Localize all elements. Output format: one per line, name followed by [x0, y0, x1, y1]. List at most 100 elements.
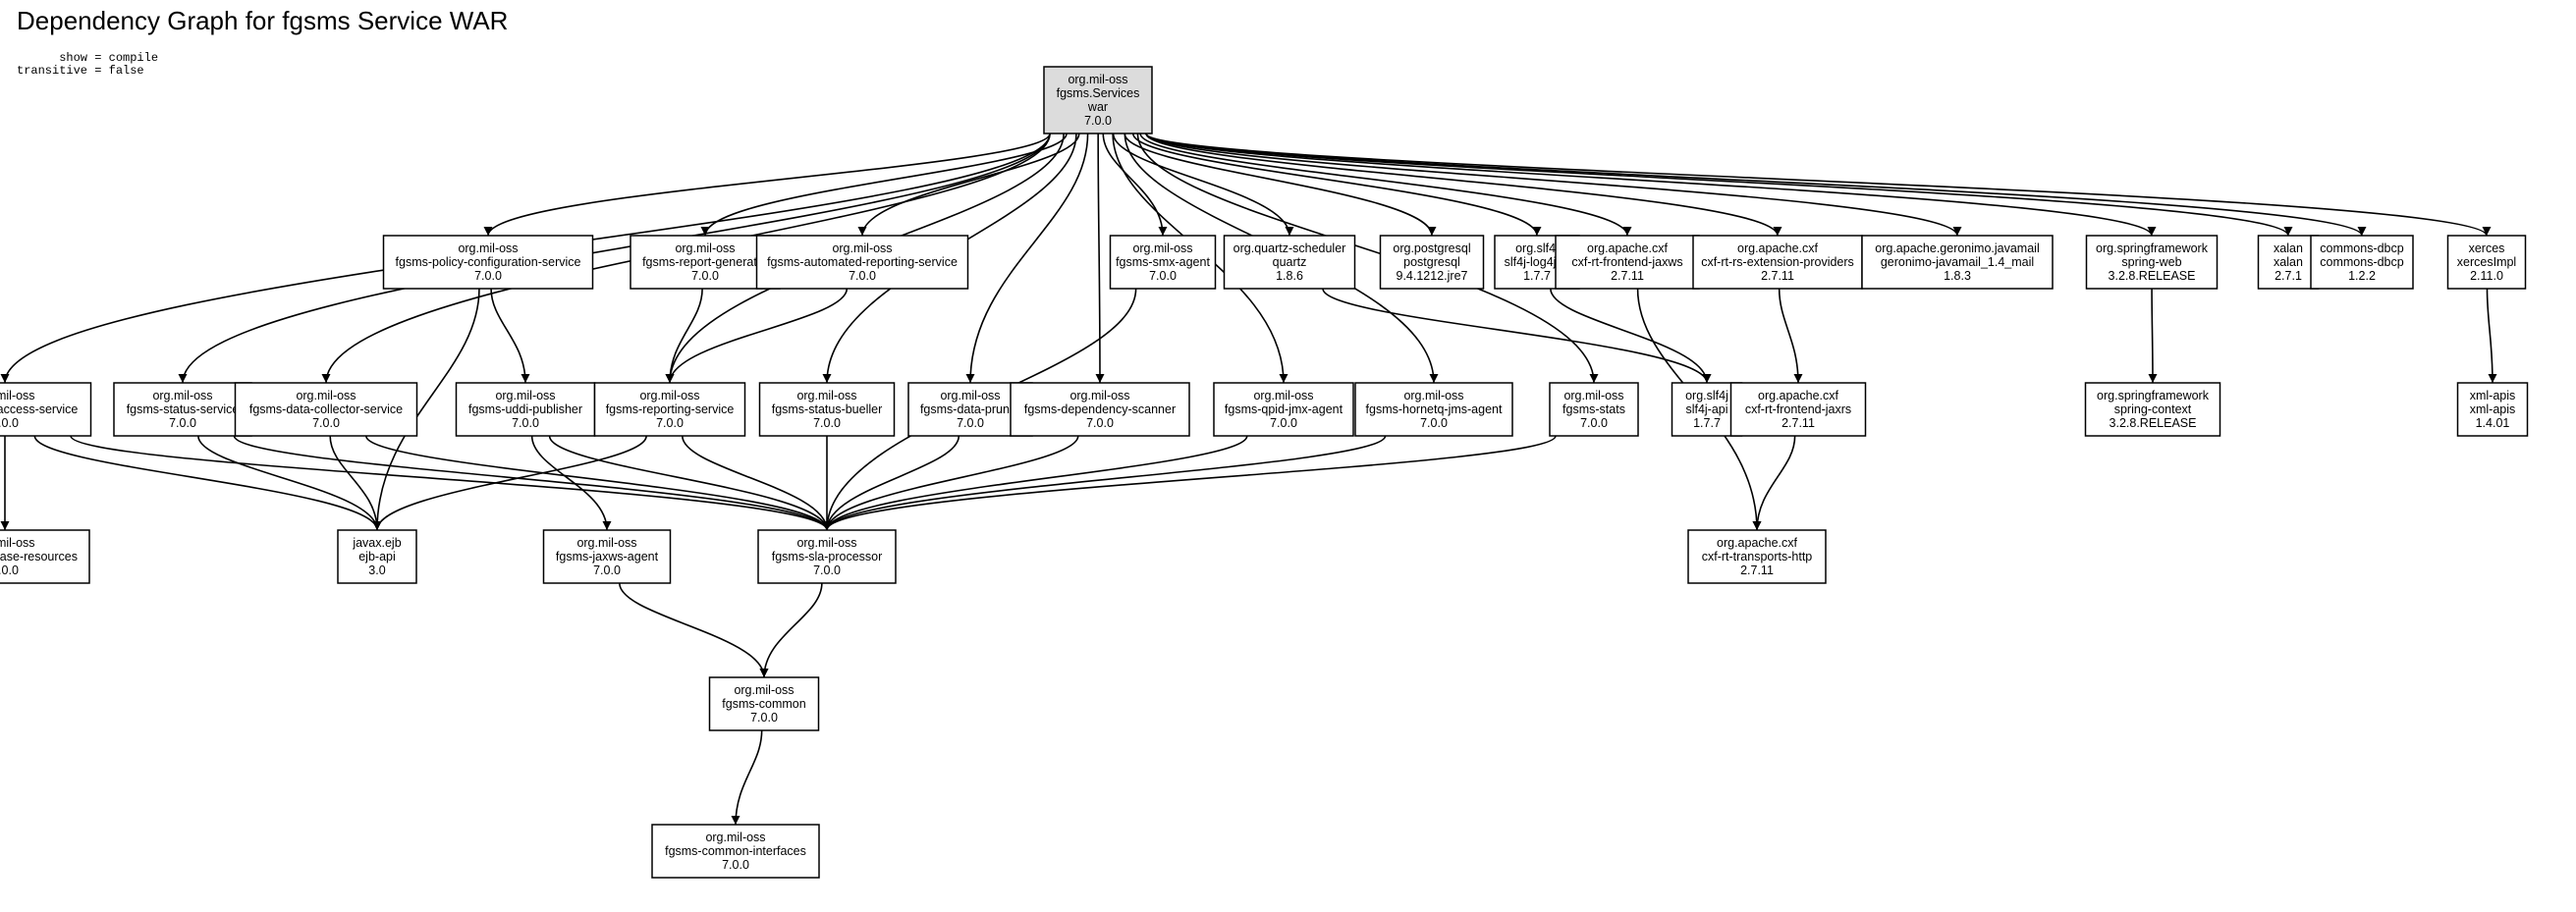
node-label: fgsms-uddi-publisher [468, 402, 582, 416]
node-label: 7.0.0 [813, 416, 841, 430]
node-label: org.springframework [2097, 389, 2210, 402]
edge-quartz-to-slf4japi [1322, 288, 1712, 384]
node-label: 1.7.7 [1523, 269, 1551, 283]
node-springctx: org.springframeworkspring-context3.2.8.R… [2084, 382, 2221, 437]
edge-root-to-depscan [1095, 133, 1105, 384]
diagram-legend: show = compile transitive = false [17, 52, 158, 78]
node-label: 7.0.0 [169, 416, 196, 430]
node-box [1379, 235, 1485, 290]
edge-root-to-autorep [857, 133, 1080, 237]
node-label: cxf-rt-rs-extension-providers [1701, 255, 1854, 269]
node-label: org.mil-oss [675, 241, 735, 255]
node-box [2446, 235, 2527, 290]
node-label: fgsms-reporting-service [606, 402, 735, 416]
node-label: fgsms-qpid-jmx-agent [1225, 402, 1343, 416]
node-label: fgsms-report-generator [642, 255, 768, 269]
node-autorep: org.mil-ossfgsms-automated-reporting-ser… [755, 235, 969, 290]
node-label: postgresql [1403, 255, 1460, 269]
node-label: 7.0.0 [512, 416, 539, 430]
node-label: org.mil-oss [796, 536, 856, 550]
node-label: xalan [2274, 255, 2303, 269]
node-box [2085, 235, 2219, 290]
node-label: 7.0.0 [813, 563, 841, 577]
edge-qpid-to-sla [822, 435, 1248, 531]
node-label: org.mil-oss [734, 683, 794, 697]
node-label: org.mil-oss [1253, 389, 1313, 402]
node-label: org.mil-oss [0, 389, 35, 402]
node-box [1729, 382, 1867, 437]
node-label: org.mil-oss [0, 536, 35, 550]
node-dataaccess: org.mil-ossfgsms-data-access-service7.0.… [0, 382, 92, 437]
node-box [651, 824, 820, 879]
edge-springweb-to-springctx [2148, 288, 2158, 384]
node-label: org.mil-oss [576, 536, 636, 550]
edge-root-to-status [178, 133, 1051, 384]
node-label: 7.0.0 [1580, 416, 1608, 430]
node-label: cxf-rt-transports-http [1702, 550, 1813, 563]
edge-root-to-dbcp [1145, 133, 2367, 237]
node-label: spring-web [2121, 255, 2181, 269]
node-label: xerces [2469, 241, 2505, 255]
node-label: 7.0.0 [593, 563, 621, 577]
edge-uddi-to-sla [548, 435, 832, 531]
node-label: 7.0.0 [474, 269, 502, 283]
node-label: org.mil-oss [1068, 73, 1127, 86]
edge-root-to-geronimo [1145, 133, 1962, 237]
edge-root-to-quartz [1112, 133, 1294, 237]
node-label: org.slf4j [1515, 241, 1559, 255]
node-label: spring-context [2114, 402, 2192, 416]
node-label: org.mil-oss [458, 241, 518, 255]
node-label: org.apache.cxf [1587, 241, 1669, 255]
node-label: fgsms-common [722, 697, 805, 711]
node-label: cxf-rt-frontend-jaxrs [1745, 402, 1851, 416]
edge-collector-to-sla [365, 435, 832, 531]
legend-line: transitive = false [17, 64, 144, 78]
node-label: 7.0.0 [849, 269, 876, 283]
node-box [0, 529, 90, 584]
edge-depscan-to-sla [822, 435, 1079, 531]
edge-root-to-stats [1136, 133, 1599, 384]
node-box [757, 529, 897, 584]
node-box [1043, 66, 1153, 134]
node-springweb: org.springframeworkspring-web3.2.8.RELEA… [2085, 235, 2219, 290]
node-label: org.mil-oss [940, 389, 1000, 402]
node-box [593, 382, 746, 437]
node-label: ejb-api [358, 550, 396, 563]
node-label: org.mil-oss [1563, 389, 1623, 402]
node-label: fgsms-hornetq-jms-agent [1366, 402, 1503, 416]
edge-pruner-to-sla [822, 435, 960, 531]
edge-reporting-to-ejb [372, 435, 647, 531]
node-label: 7.0.0 [1084, 114, 1112, 128]
node-label: 3.0 [368, 563, 385, 577]
node-box [455, 382, 596, 437]
node-label: slf4j-log4j12 [1505, 255, 1570, 269]
edge-hornetq-to-sla [822, 435, 1387, 531]
node-label: org.apache.cxf [1758, 389, 1839, 402]
node-label: fgsms-data-pruner [920, 402, 1020, 416]
node-label: fgsms-smx-agent [1116, 255, 1210, 269]
node-label: 7.0.0 [1420, 416, 1448, 430]
node-label: xml-apis [2470, 389, 2516, 402]
node-label: 7.0.0 [312, 416, 340, 430]
node-box [542, 529, 672, 584]
edge-status-to-sla [233, 435, 832, 531]
node-box [1555, 235, 1700, 290]
edge-cxfjaxrs-to-cxfhttp [1752, 435, 1796, 531]
node-box [1109, 235, 1217, 290]
edge-autorep-to-reporting [665, 288, 849, 384]
node-label: org.postgresql [1393, 241, 1470, 255]
edge-root-to-springweb [1145, 133, 2157, 237]
node-label: org.mil-oss [1403, 389, 1463, 402]
node-label: fgsms-data-access-service [0, 402, 78, 416]
node-box [1223, 235, 1356, 290]
